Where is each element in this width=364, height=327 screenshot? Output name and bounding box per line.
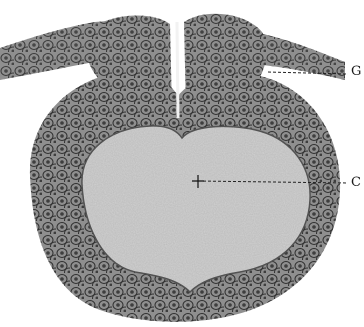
label-c: C <box>351 176 361 189</box>
label-g: G <box>351 65 361 78</box>
median-groove <box>177 22 178 118</box>
